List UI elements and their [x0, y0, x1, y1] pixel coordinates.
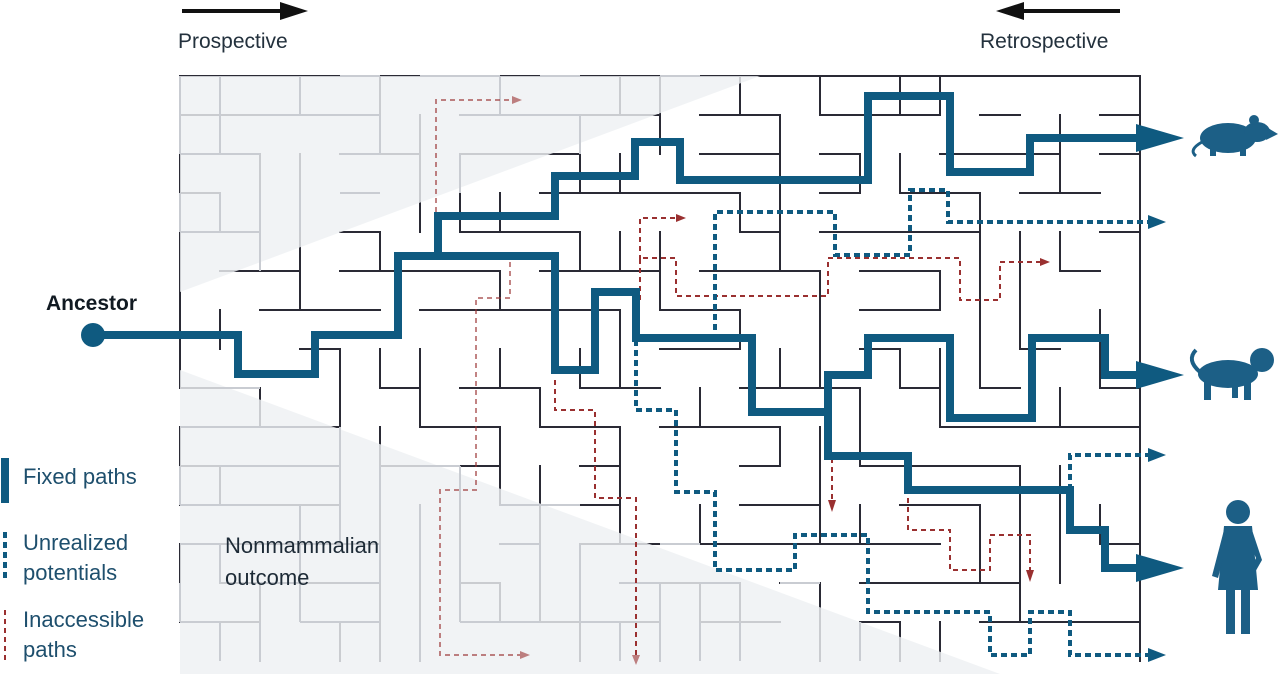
inaccessible-paths	[435, 99, 1040, 656]
unrealized-path-3	[1068, 453, 1150, 490]
rat-icon	[1191, 115, 1278, 158]
inaccessible-path-1	[435, 99, 512, 212]
faded-prospective-region	[180, 76, 760, 292]
human-icon	[1212, 500, 1262, 634]
inaccessible-path-4	[439, 262, 520, 656]
fixed-path-human	[752, 408, 1140, 572]
legend-fixed-label: Fixed paths	[23, 464, 137, 489]
retrospective-label: Retrospective	[980, 30, 1109, 53]
faded-nonmammalian-region	[180, 370, 1000, 674]
prospective-arrow	[182, 2, 308, 20]
nonmammalian-outcome-label: Nonmammalian outcome	[225, 533, 380, 590]
ancestor-label: Ancestor	[46, 292, 138, 315]
retrospective-arrow	[996, 2, 1120, 20]
monkey-icon	[1189, 348, 1274, 400]
inaccessible-path-3	[639, 257, 1040, 301]
inaccessible-path-7	[907, 498, 1031, 578]
inaccessible-arrowheads	[512, 96, 1050, 665]
ancestor-node	[81, 323, 105, 347]
fixed-arrowheads	[1136, 124, 1184, 582]
maze-walls-faded	[179, 75, 861, 661]
legend-unrealized-label: Unrealized potentials	[23, 530, 129, 585]
unrealized-paths	[634, 188, 1150, 657]
fixed-path-rat	[92, 92, 1140, 378]
prospective-label: Prospective	[178, 30, 288, 53]
unrealized-arrowheads	[1148, 215, 1166, 662]
unrealized-path-2	[634, 340, 1150, 657]
legend-inaccessible-label: Inaccessible paths	[23, 607, 145, 662]
inaccessible-path-5	[554, 380, 637, 655]
inaccessible-path-2	[639, 217, 676, 260]
unrealized-path-1	[713, 188, 1150, 330]
fixed-paths	[92, 92, 1140, 572]
